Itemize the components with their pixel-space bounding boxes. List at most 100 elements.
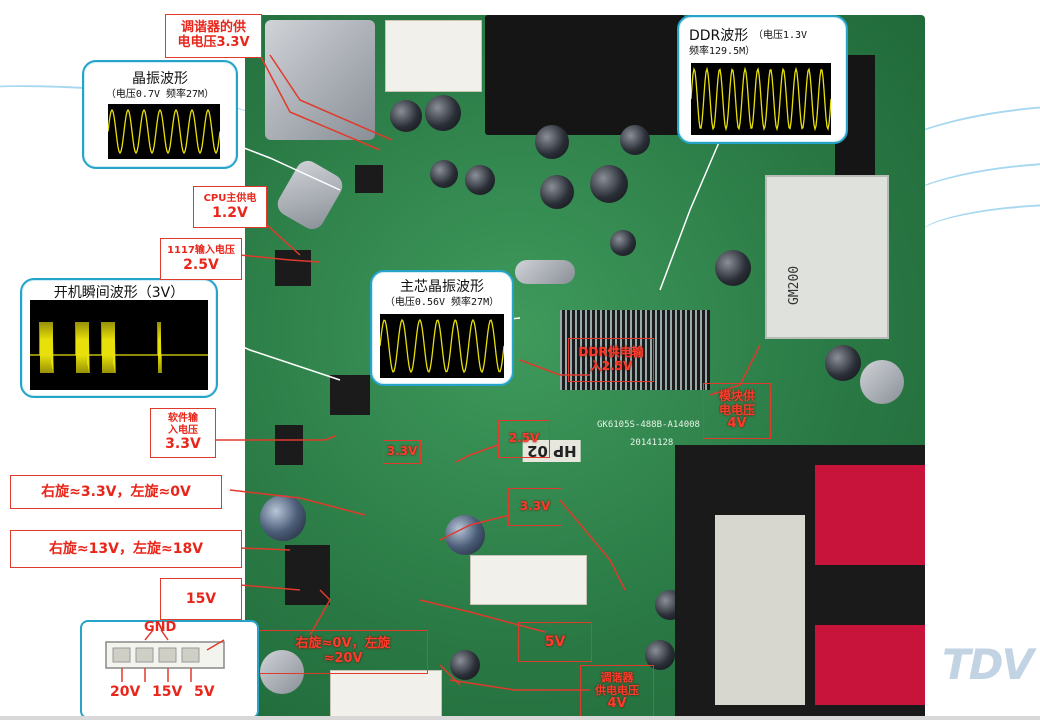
- sine-waveform: [691, 66, 831, 132]
- rotation-voltage-label-20: 右旋≈0V，左旋 ≈20V: [258, 630, 428, 674]
- callout-title: 晶振波形: [132, 71, 188, 87]
- pin-label-15v: 15V: [152, 684, 183, 700]
- screw: [260, 650, 304, 694]
- pin-label-gnd: GND: [144, 620, 177, 635]
- label-line: 4V: [727, 416, 747, 432]
- label-line: DDR供电输: [578, 345, 644, 360]
- callout-title: 主芯晶振波形: [400, 279, 484, 295]
- label-line: 调谐器的供: [180, 20, 246, 36]
- label-line: 供电电压: [595, 683, 639, 697]
- pin-label-5v: 5V: [194, 684, 215, 700]
- label-line: 3.3V: [519, 499, 551, 514]
- label-line: 1117输入电压: [167, 245, 235, 257]
- capacitor: [715, 250, 751, 286]
- callout-title: 开机瞬间波形（3V）: [53, 285, 185, 301]
- tuner-housing: [265, 20, 375, 140]
- tuner-chip: [355, 165, 383, 193]
- cpu-core-chip: [330, 375, 370, 415]
- label-line: 4V: [607, 696, 627, 712]
- callout-subtitle: （电压1.3V: [753, 30, 808, 41]
- ddr-supply-label: DDR供电输 入2.5V: [568, 338, 654, 382]
- oscilloscope-screen: [380, 314, 504, 378]
- label-line: 电电压: [718, 402, 755, 417]
- label-line: 15V: [185, 590, 217, 607]
- boot-waveform-callout: 开机瞬间波形（3V）: [20, 278, 218, 398]
- voltage-label-2v5: 2.5V: [498, 420, 550, 458]
- capacitor: [825, 345, 861, 381]
- white-connector-bottom: [330, 670, 442, 720]
- label-line: ≈20V: [323, 651, 363, 666]
- slide-bottom-edge: [0, 716, 1040, 720]
- capacitor: [260, 495, 306, 541]
- capacitor: [610, 230, 636, 256]
- white-connector-mid: [470, 555, 587, 605]
- flash-chip: [275, 425, 303, 465]
- cpu-main-supply-label: CPU主供电 1.2V: [193, 186, 267, 228]
- crystal-waveform-callout: 晶振波形 （电压0.7V 频率27M）: [82, 60, 238, 169]
- oscilloscope-screen: [108, 104, 220, 159]
- callout-subtitle: （电压0.7V 频率27M）: [105, 89, 215, 100]
- card-slot-frame: [715, 515, 805, 705]
- label-line: 3.3V: [386, 444, 418, 459]
- voltage-label-5v: 5V: [518, 622, 592, 662]
- capacitor: [465, 165, 495, 195]
- main-soc: [560, 310, 710, 390]
- module-supply-label: 模块供 电电压 4V: [703, 383, 771, 439]
- capacitor: [390, 100, 422, 132]
- main-crystal-waveform-callout: 主芯晶振波形 （电压0.56V 频率27M）: [370, 270, 514, 386]
- label-line: 2.5V: [183, 256, 219, 273]
- voltage-label-15v: 15V: [160, 578, 242, 620]
- callout-title: DDR波形: [689, 28, 749, 44]
- power-ic: [285, 545, 330, 605]
- rotation-voltage-label-13: 右旋≈13V，左旋≈18V: [10, 530, 242, 568]
- capacitor: [535, 125, 569, 159]
- flash-supply-label: 软件输 入电压 3.3V: [150, 408, 216, 458]
- av-jack-block: [485, 15, 685, 135]
- voltage-label-3v3-b: 3.3V: [508, 488, 562, 526]
- card-label-red: [815, 465, 925, 565]
- oscilloscope-screen: [691, 63, 831, 135]
- label-line: 入电压: [168, 424, 198, 436]
- card-label-red: [815, 625, 925, 705]
- label-line: 模块供: [718, 388, 755, 403]
- power-connector-diagram: GND 20V 15V 5V: [80, 620, 259, 719]
- sine-waveform: [108, 108, 220, 155]
- capacitor: [450, 650, 480, 680]
- label-line: 入2.5V: [589, 359, 633, 373]
- crystal-oscillator: [515, 260, 575, 284]
- date-code: 20141128: [630, 438, 674, 448]
- white-connector-top: [385, 20, 482, 92]
- label-line: 1.2V: [212, 204, 248, 221]
- capacitor: [590, 165, 628, 203]
- label-line: 电电压3.3V: [177, 35, 250, 50]
- label-line: 右旋≈0V，左旋: [295, 636, 391, 652]
- ldo-input-label: 1117输入电压 2.5V: [160, 238, 242, 280]
- pin-label-20v: 20V: [110, 684, 141, 700]
- voltage-label-3v3: 3.3V: [383, 440, 421, 464]
- label-line: CPU主供电: [203, 193, 257, 205]
- sine-waveform: [380, 318, 504, 374]
- capacitor: [430, 160, 458, 188]
- tuner-supply-label: 调谐器的供 电电压3.3V: [165, 14, 262, 58]
- pulse-waveform: [30, 321, 208, 374]
- label-line: 5V: [544, 633, 566, 650]
- capacitor: [620, 125, 650, 155]
- callout-subtitle: （电压0.56V 频率27M）: [384, 297, 500, 308]
- capacitor: [540, 175, 574, 209]
- part-number: GK6105S-488B-A14008: [597, 420, 700, 430]
- label-line: 调谐器: [600, 670, 634, 684]
- capacitor: [425, 95, 461, 131]
- label-line: 2.5V: [508, 431, 540, 446]
- label-line: 软件输: [168, 413, 198, 425]
- ddr-waveform-callout: DDR波形 （电压1.3V 频率129.5M）: [677, 15, 848, 144]
- label-line: 右旋≈13V，左旋≈18V: [48, 540, 204, 557]
- label-line: 右旋≈3.3V，左旋≈0V: [41, 483, 191, 500]
- callout-subtitle: 频率129.5M）: [689, 46, 756, 57]
- wifi-module: [765, 175, 889, 339]
- connector-drawing: [105, 629, 225, 682]
- screw: [860, 360, 904, 404]
- label-line: 3.3V: [165, 436, 201, 453]
- corner-logo: TDV: [942, 640, 1034, 689]
- oscilloscope-screen: [30, 300, 208, 390]
